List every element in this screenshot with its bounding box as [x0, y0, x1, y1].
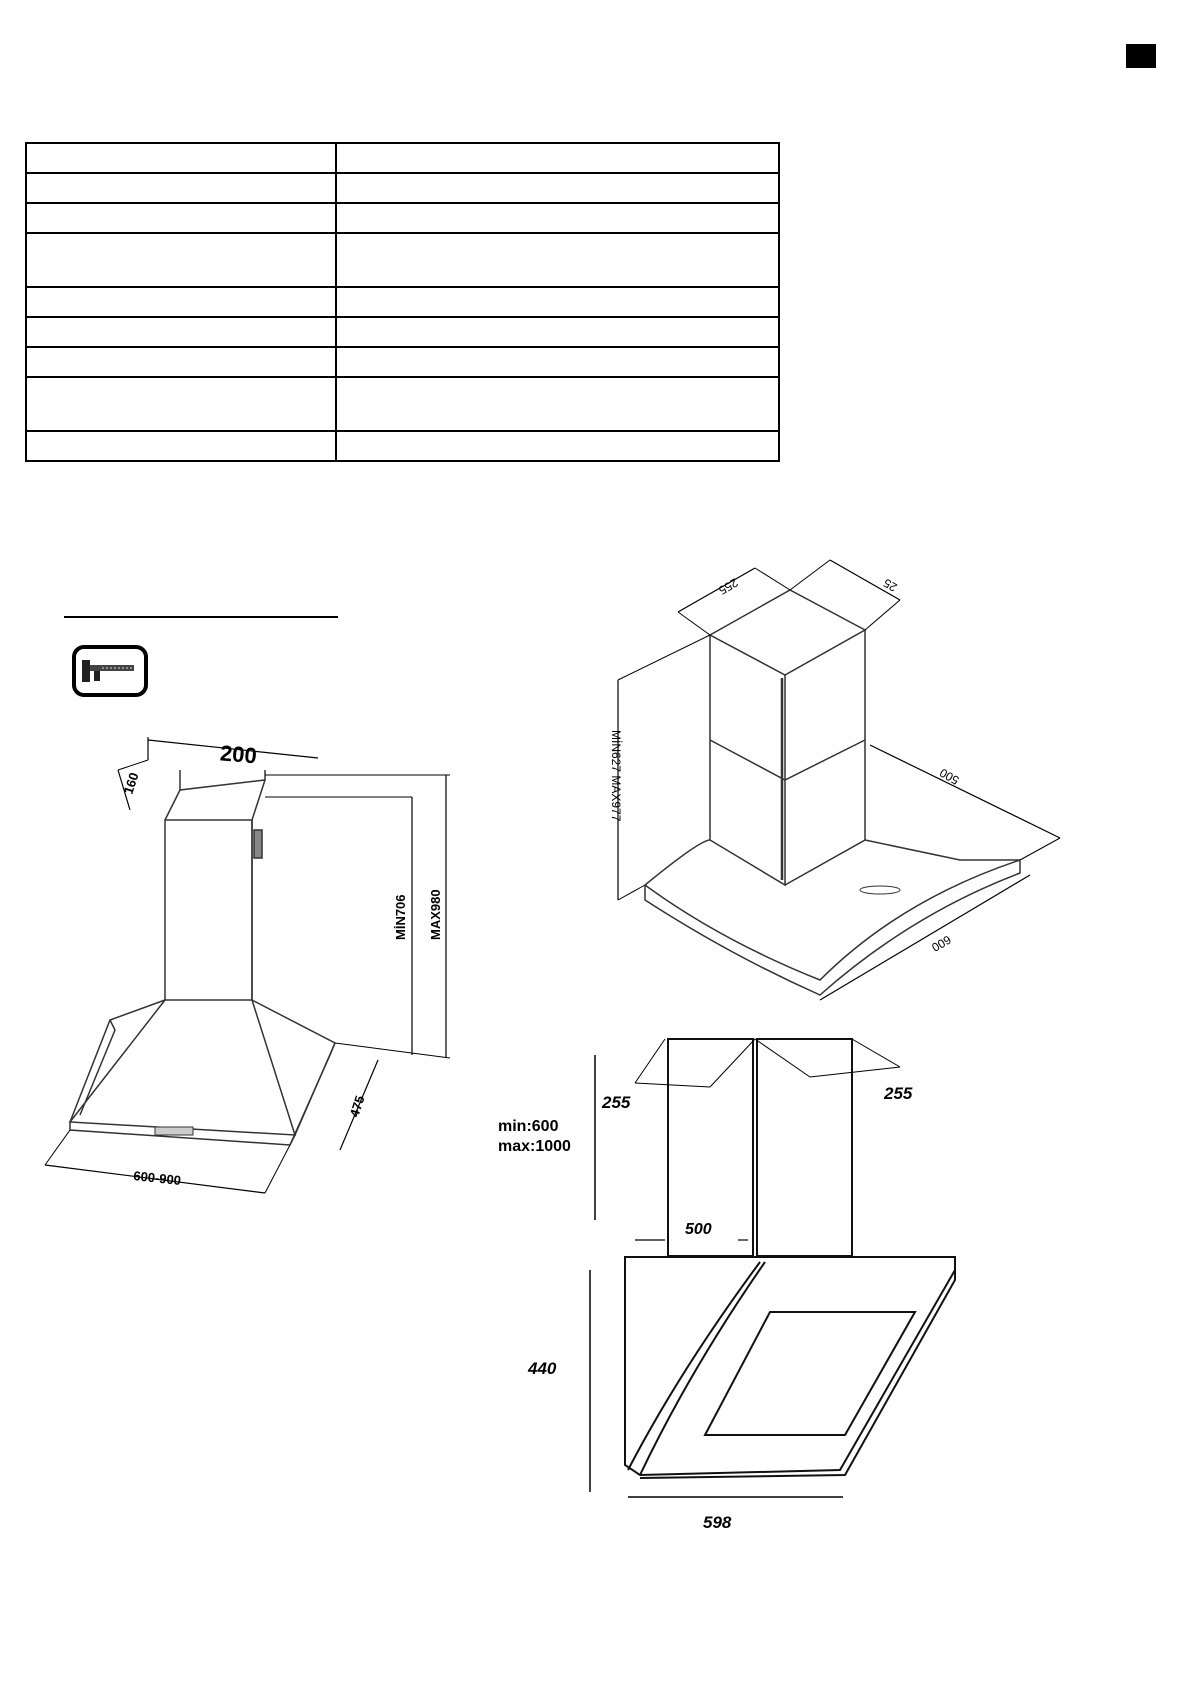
- hood-drawing-angled: [589, 1038, 956, 1498]
- language-tab-marker: [1126, 44, 1156, 68]
- table-cell: [25, 430, 337, 462]
- dim-height-min: min:600: [498, 1118, 559, 1135]
- dim-island-depth: 500: [937, 765, 962, 787]
- table-cell: [335, 346, 780, 378]
- dim-right-255: 255: [883, 1084, 913, 1103]
- dim-width: 600-900: [133, 1168, 182, 1188]
- dim-width-598: 598: [703, 1513, 732, 1532]
- dim-depth: 475: [347, 1094, 368, 1119]
- table-cell: [25, 346, 337, 378]
- table-cell: [335, 376, 780, 432]
- table-row: [25, 376, 780, 432]
- hood-drawing-island: [617, 559, 1061, 1001]
- spec-table: [25, 142, 780, 462]
- dim-height-range: MİN627 MAX977: [609, 730, 623, 822]
- table-row: [25, 142, 780, 174]
- dim-left-255: 255: [601, 1093, 631, 1112]
- table-cell: [335, 286, 780, 318]
- table-row: [25, 430, 780, 462]
- table-cell: [25, 172, 337, 204]
- table-cell: [25, 202, 337, 234]
- dim-height-max: max:1000: [498, 1138, 571, 1155]
- table-cell: [335, 202, 780, 234]
- table-cell: [25, 232, 337, 288]
- table-cell: [335, 142, 780, 174]
- dim-min-height: MİN706: [393, 894, 408, 940]
- table-row: [25, 286, 780, 318]
- dim-island-width: 600: [929, 932, 954, 954]
- table-cell: [25, 142, 337, 174]
- hood-drawing-pyramid: [44, 737, 451, 1194]
- table-cell: [335, 316, 780, 348]
- section-rule: [64, 616, 338, 618]
- table-row: [25, 232, 780, 288]
- table-cell: [335, 172, 780, 204]
- table-cell: [25, 376, 337, 432]
- caliper-icon: [72, 645, 148, 697]
- table-row: [25, 316, 780, 348]
- table-cell: [335, 430, 780, 462]
- table-cell: [335, 232, 780, 288]
- dim-depth-top: 160: [121, 771, 142, 796]
- dim-chimney-width: 25: [881, 576, 900, 595]
- dim-chimney-width-500: 500: [685, 1221, 712, 1238]
- table-cell: [25, 316, 337, 348]
- dim-max-height: MAX980: [428, 889, 443, 940]
- table-row: [25, 172, 780, 204]
- table-row: [25, 346, 780, 378]
- dim-width-top: 200: [219, 740, 258, 768]
- dim-body-height: 440: [527, 1359, 557, 1378]
- table-row: [25, 202, 780, 234]
- table-cell: [25, 286, 337, 318]
